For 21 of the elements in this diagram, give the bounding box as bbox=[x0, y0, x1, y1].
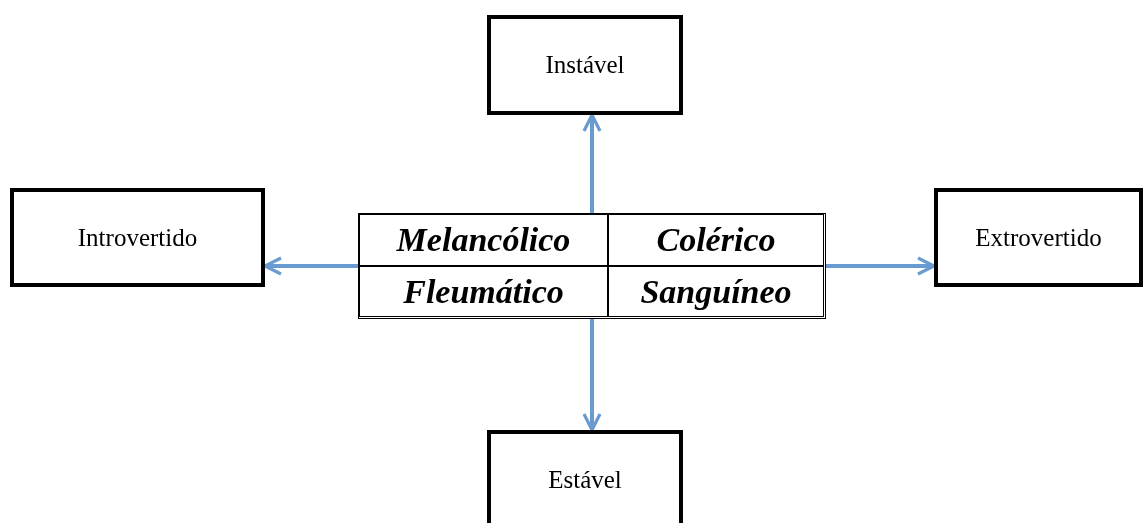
cell-text: Melancólico bbox=[396, 221, 571, 259]
table-box bbox=[358, 213, 826, 319]
arrow bbox=[826, 256, 936, 276]
table-cell bbox=[359, 214, 608, 266]
label-box bbox=[934, 188, 1143, 287]
box-label: Introvertido bbox=[77, 223, 198, 252]
arrow bbox=[582, 113, 602, 213]
arrow bbox=[263, 256, 358, 276]
cell-text: Colérico bbox=[656, 221, 776, 259]
arrow bbox=[582, 319, 602, 432]
box-label: Extrovertido bbox=[975, 223, 1102, 252]
box-label: Estável bbox=[548, 466, 622, 494]
label-box bbox=[487, 430, 683, 523]
table-cell bbox=[359, 266, 608, 317]
box-label: Instável bbox=[545, 51, 625, 79]
table-cell bbox=[608, 214, 824, 266]
cell-text: Sanguíneo bbox=[640, 272, 792, 311]
cell-text: Fleumático bbox=[403, 272, 564, 311]
label-box bbox=[487, 15, 683, 115]
table-cell bbox=[608, 266, 824, 317]
label-box bbox=[10, 188, 265, 287]
